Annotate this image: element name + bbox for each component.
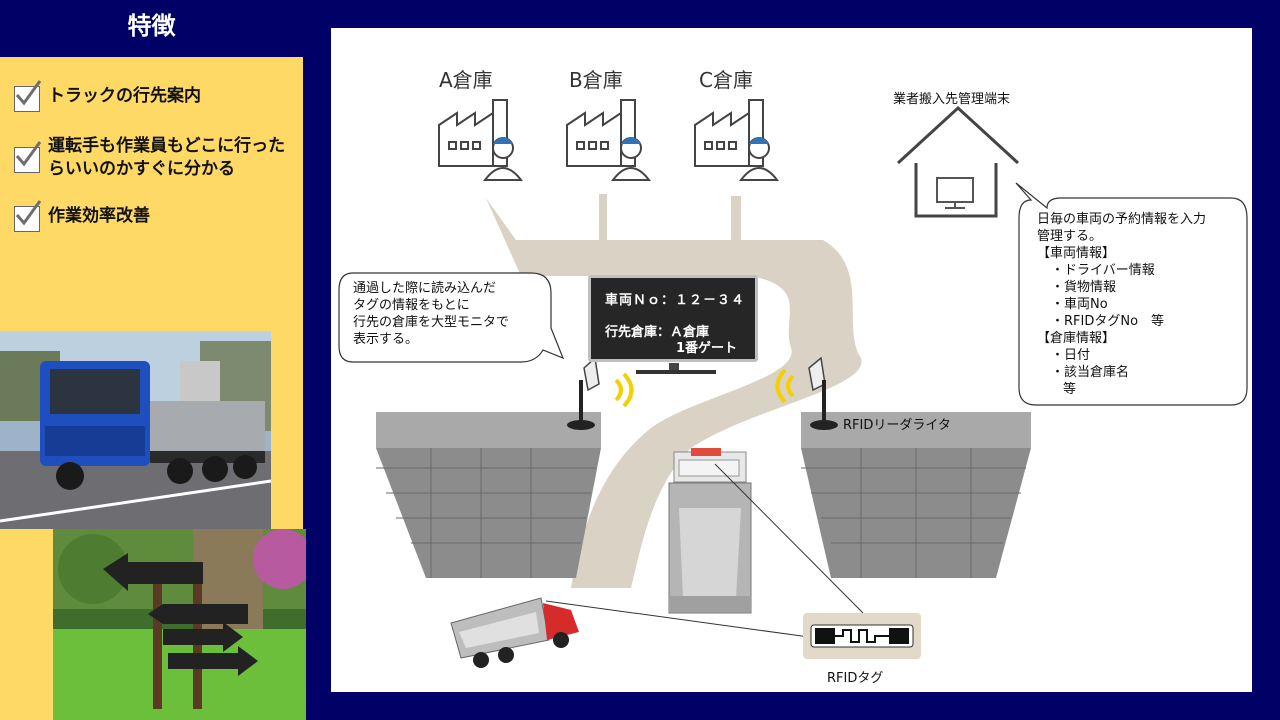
feature-text: 運転手も作業員もどこに行った — [48, 136, 286, 156]
left-callout-text: 通過した際に読み込んだ タグの情報をもとに 行先の倉庫を大型モニタで 表示する。 — [353, 280, 509, 348]
callout-line: ・日付 — [1051, 348, 1091, 363]
warehouse-a-label: A倉庫 — [439, 68, 493, 92]
callout-line: 日毎の車両の予約情報を入力 — [1037, 212, 1207, 227]
callout-line: タグの情報をもとに — [353, 298, 470, 313]
monitor-destination: 行先倉庫：Ａ倉庫 — [605, 325, 710, 340]
dump-truck-top-icon — [668, 448, 752, 614]
right-callout-text: 日毎の車両の予約情報を入力 管理する。 【車両情報】 ・ドライバー情報 ・貨物情… — [1037, 211, 1206, 398]
warehouse-c-icon — [694, 99, 780, 181]
feature-item-3: 作業効率改善 — [14, 200, 150, 232]
dump-truck-side-icon — [450, 597, 579, 668]
warehouse-b-icon — [566, 99, 652, 181]
monitor-vehicle-no: 車両Ｎｏ：１２－３４ — [605, 293, 746, 308]
callout-line: ・該当倉庫名 — [1051, 365, 1130, 380]
rfid-reader-right-icon — [775, 356, 838, 430]
truck-photo — [0, 331, 271, 529]
rfid-reader-label: RFIDリーダライタ — [843, 418, 951, 433]
house-terminal-icon — [896, 105, 1020, 218]
callout-line: 管理する。 — [1037, 229, 1103, 244]
rfid-tag-icon — [803, 613, 921, 659]
feature-text: 作業効率改善 — [48, 206, 150, 226]
terminal-label: 業者搬入先管理端末 — [893, 92, 1011, 107]
callout-line: 表示する。 — [353, 332, 419, 347]
checkbox-icon — [14, 141, 42, 173]
monitor-gate: 1番ゲート — [676, 341, 738, 356]
feature-text: トラックの行先案内 — [48, 86, 201, 106]
left-wall — [376, 412, 601, 578]
rfid-tag-label: RFIDタグ — [827, 671, 884, 686]
callout-line: 【倉庫情報】 — [1037, 331, 1116, 346]
diagram-canvas: A倉庫 B倉庫 C倉庫 業者搬入先管理端末 車両Ｎｏ：１２－３４ 行先倉庫：Ａ倉… — [331, 28, 1252, 692]
callout-line: 通過した際に読み込んだ — [353, 281, 497, 296]
warehouse-c-label: C倉庫 — [699, 68, 753, 92]
right-callout — [1015, 182, 1248, 406]
road — [486, 194, 862, 588]
signpost-photo — [53, 529, 306, 720]
callout-line: ・貨物情報 — [1051, 280, 1117, 295]
feature-item-1: トラックの行先案内 — [14, 80, 201, 112]
checkbox-icon — [14, 80, 42, 112]
callout-line: ・車両No — [1051, 297, 1108, 312]
checkbox-icon — [14, 200, 42, 232]
feature-item-2: 運転手も作業員もどこに行ったらいいのかすぐに分かる — [14, 135, 285, 181]
warehouse-a-icon — [438, 99, 524, 181]
display-monitor: 車両Ｎｏ：１２－３４ 行先倉庫：Ａ倉庫 1番ゲート — [588, 275, 758, 362]
callout-line: 【車両情報】 — [1037, 246, 1116, 261]
diagram-graphics — [338, 99, 1248, 668]
right-wall — [801, 412, 1031, 578]
callout-line: 等 — [1063, 382, 1077, 397]
warehouse-b-label: B倉庫 — [569, 68, 623, 92]
callout-line: ・RFIDタグNo 等 — [1051, 314, 1165, 329]
page-title: 特徴 — [127, 12, 176, 40]
callout-line: ・ドライバー情報 — [1051, 263, 1155, 278]
left-callout — [338, 272, 565, 363]
feature-text: らいいのかすぐに分かる — [48, 159, 235, 179]
callout-line: 行先の倉庫を大型モニタで — [353, 315, 510, 330]
